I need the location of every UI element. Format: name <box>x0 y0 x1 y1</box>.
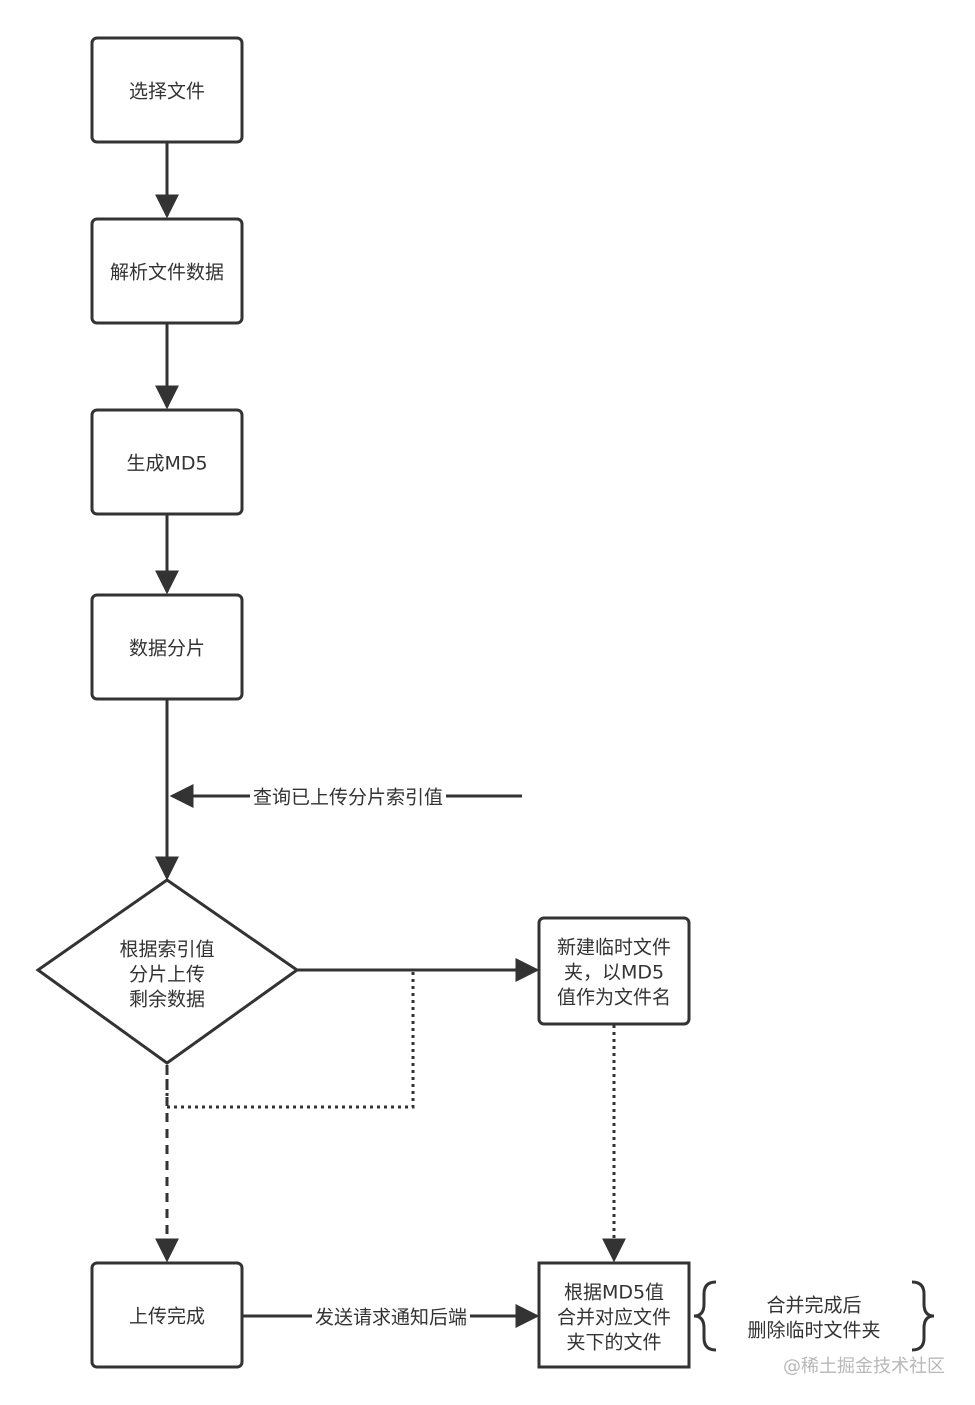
note-line: 合并完成后 <box>766 1295 861 1317</box>
node-parse-data-label: 解析文件数据 <box>110 262 224 284</box>
edge-label-query-index: 查询已上传分片索引值 <box>253 787 443 809</box>
node-upload-done-label: 上传完成 <box>129 1306 205 1328</box>
node-gen-md5-label: 生成MD5 <box>126 453 207 475</box>
node-gen-md5: 生成MD5 <box>90 408 244 516</box>
node-parse-data: 解析文件数据 <box>90 217 244 325</box>
note-line: 删除临时文件夹 <box>747 1320 880 1342</box>
node-upload-done: 上传完成 <box>90 1261 244 1369</box>
edge-label-notify-backend: 发送请求通知后端 <box>315 1307 467 1329</box>
edge-label-bg <box>312 1304 470 1330</box>
merge-label-line: 合并对应文件 <box>557 1307 671 1329</box>
node-select-file: 选择文件 <box>90 36 244 144</box>
decision-label-line: 根据索引值 <box>119 939 214 961</box>
folder-label-line: 新建临时文件 <box>557 937 671 959</box>
node-decision-upload: 根据索引值 分片上传 剩余数据 <box>35 878 300 1065</box>
node-new-temp-folder: 新建临时文件 夹，以MD5 值作为文件名 <box>537 916 691 1026</box>
folder-label-line: 夹，以MD5 <box>564 962 664 984</box>
folder-label-line: 值作为文件名 <box>557 987 671 1009</box>
node-split-data-label: 数据分片 <box>129 638 205 660</box>
node-select-file-label: 选择文件 <box>129 81 205 103</box>
merge-label-line: 根据MD5值 <box>564 1282 664 1304</box>
node-merge-files: 根据MD5值 合并对应文件 夹下的文件 <box>537 1261 691 1369</box>
watermark: @稀土掘金技术社区 <box>783 1356 945 1377</box>
right-brace-icon <box>911 1280 935 1352</box>
left-brace-icon <box>693 1280 717 1352</box>
decision-label-line: 剩余数据 <box>129 989 205 1011</box>
note-annotation: 合并完成后 删除临时文件夹 <box>693 1280 935 1352</box>
edge-label-bg <box>250 783 446 809</box>
decision-label-line: 分片上传 <box>129 964 205 986</box>
merge-label-line: 夹下的文件 <box>566 1332 661 1354</box>
node-split-data: 数据分片 <box>90 593 244 701</box>
